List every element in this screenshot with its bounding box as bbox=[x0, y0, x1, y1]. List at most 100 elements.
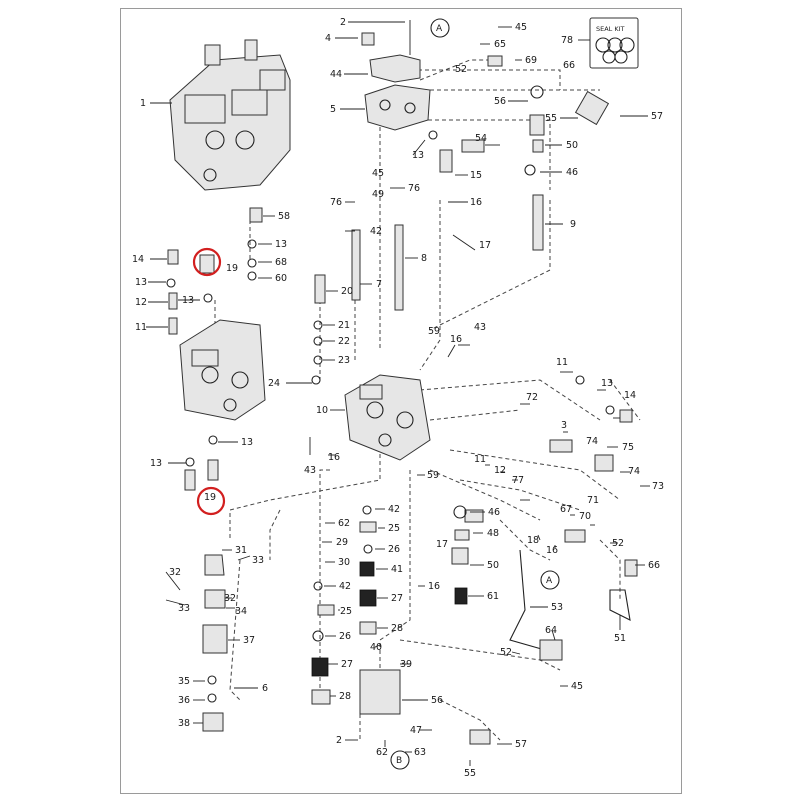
part-label: 45 bbox=[571, 681, 583, 692]
part-label: 6 bbox=[262, 683, 268, 694]
part-label: 77 bbox=[512, 475, 524, 486]
part-label: 52 bbox=[500, 647, 512, 658]
part-label: 26 bbox=[339, 631, 351, 642]
part-label: 48 bbox=[487, 528, 499, 539]
part-label: 46 bbox=[566, 167, 578, 178]
part-label: 34 bbox=[235, 606, 247, 617]
part-label: 18 bbox=[527, 535, 539, 546]
part-label: 53 bbox=[551, 602, 563, 613]
part-label: 3 bbox=[561, 420, 567, 431]
part-label: 4 bbox=[325, 33, 331, 44]
callout-b-bottom: B bbox=[396, 756, 402, 766]
part-label: 20 bbox=[341, 286, 353, 297]
seal-kit-box bbox=[589, 17, 639, 69]
part-label: 42 bbox=[388, 504, 400, 515]
part-label: 21 bbox=[338, 320, 350, 331]
part-label: 76 bbox=[330, 197, 342, 208]
part-label: 29 bbox=[336, 537, 348, 548]
part-label: 43 bbox=[304, 465, 316, 476]
part-label: 27 bbox=[341, 659, 353, 670]
part-label: 22 bbox=[338, 336, 350, 347]
part-label: 13 bbox=[275, 239, 287, 250]
part-label: 51 bbox=[614, 633, 626, 644]
part-label-19-top: 19 bbox=[226, 263, 238, 274]
left-small-parts-drawing bbox=[166, 207, 326, 491]
part-label: 1 bbox=[140, 98, 146, 109]
callout-a-top: A bbox=[436, 24, 443, 34]
callout-circles bbox=[390, 18, 560, 770]
part-label: 40 bbox=[370, 642, 382, 653]
center-stack-drawing bbox=[311, 505, 470, 715]
part-label: 78 bbox=[561, 35, 573, 46]
center-valve-body-drawing bbox=[344, 374, 431, 461]
part-label: 74 bbox=[586, 436, 598, 447]
part-label: 45 bbox=[372, 168, 384, 179]
part-label: 47 bbox=[410, 725, 422, 736]
part-label: 60 bbox=[275, 273, 287, 284]
part-label: 42 bbox=[339, 581, 351, 592]
part-label: 16 bbox=[428, 581, 440, 592]
part-label: 67 bbox=[560, 504, 572, 515]
part-label: 75 bbox=[622, 442, 634, 453]
part-label: 69 bbox=[525, 55, 537, 66]
part-label: 46 bbox=[488, 507, 500, 518]
part-label: 10 bbox=[316, 405, 328, 416]
part-label: 45 bbox=[515, 22, 527, 33]
part-label: 52 bbox=[455, 64, 467, 75]
part-label: 43 bbox=[474, 322, 486, 333]
part-label: 57 bbox=[515, 739, 527, 750]
part-label: 57 bbox=[651, 111, 663, 122]
part-label: 16 bbox=[470, 197, 482, 208]
part-label: 17 bbox=[479, 240, 491, 251]
parts-artwork bbox=[166, 17, 639, 770]
part-label: 16 bbox=[450, 334, 462, 345]
part-label: 44 bbox=[330, 69, 342, 80]
callout-a-right: A bbox=[546, 576, 553, 586]
part-label: 64 bbox=[545, 625, 557, 636]
part-label: 26 bbox=[388, 544, 400, 555]
part-label: 2 bbox=[340, 17, 346, 28]
part-label: 55 bbox=[545, 113, 557, 124]
leader-lines bbox=[146, 21, 650, 766]
part-label: 9 bbox=[570, 219, 576, 230]
lower-left-assembly-drawing bbox=[202, 554, 228, 732]
part-label: 28 bbox=[339, 691, 351, 702]
part-label: 25 bbox=[388, 523, 400, 534]
part-label: 12 bbox=[135, 297, 147, 308]
part-label: 55 bbox=[464, 768, 476, 779]
part-label: 24 bbox=[268, 378, 280, 389]
part-label: 59 bbox=[427, 470, 439, 481]
part-label: 16 bbox=[328, 452, 340, 463]
part-label: 37 bbox=[243, 635, 255, 646]
part-label: 61 bbox=[487, 591, 499, 602]
part-label: 25 bbox=[340, 606, 352, 617]
part-label: 32 bbox=[224, 593, 236, 604]
part-label: 5 bbox=[330, 104, 336, 115]
part-label: 33 bbox=[178, 603, 190, 614]
part-label: 50 bbox=[566, 140, 578, 151]
part-label: 39 bbox=[400, 659, 412, 670]
part-label: 11 bbox=[556, 357, 568, 368]
part-label: 17 bbox=[436, 539, 448, 550]
part-label: 56 bbox=[494, 96, 506, 107]
part-label: 13 bbox=[412, 150, 424, 161]
part-label: 71 bbox=[587, 495, 599, 506]
part-label-19-bottom: 19 bbox=[204, 492, 216, 503]
part-label: 32 bbox=[169, 567, 181, 578]
part-label: 36 bbox=[178, 695, 190, 706]
highlight-markers bbox=[192, 247, 226, 516]
part-label: 12 bbox=[494, 465, 506, 476]
part-label: 7 bbox=[376, 279, 382, 290]
dashed-connector-lines bbox=[214, 59, 641, 741]
part-label: 62 bbox=[338, 518, 350, 529]
part-label: 42 bbox=[370, 226, 382, 237]
part-label: 41 bbox=[391, 564, 403, 575]
part-label: 72 bbox=[526, 392, 538, 403]
part-label: 14 bbox=[132, 254, 144, 265]
top-block-drawing bbox=[361, 20, 431, 131]
part-label: 2 bbox=[336, 735, 342, 746]
part-label: 59 bbox=[428, 326, 440, 337]
part-label: 54 bbox=[475, 133, 487, 144]
part-label: 58 bbox=[278, 211, 290, 222]
